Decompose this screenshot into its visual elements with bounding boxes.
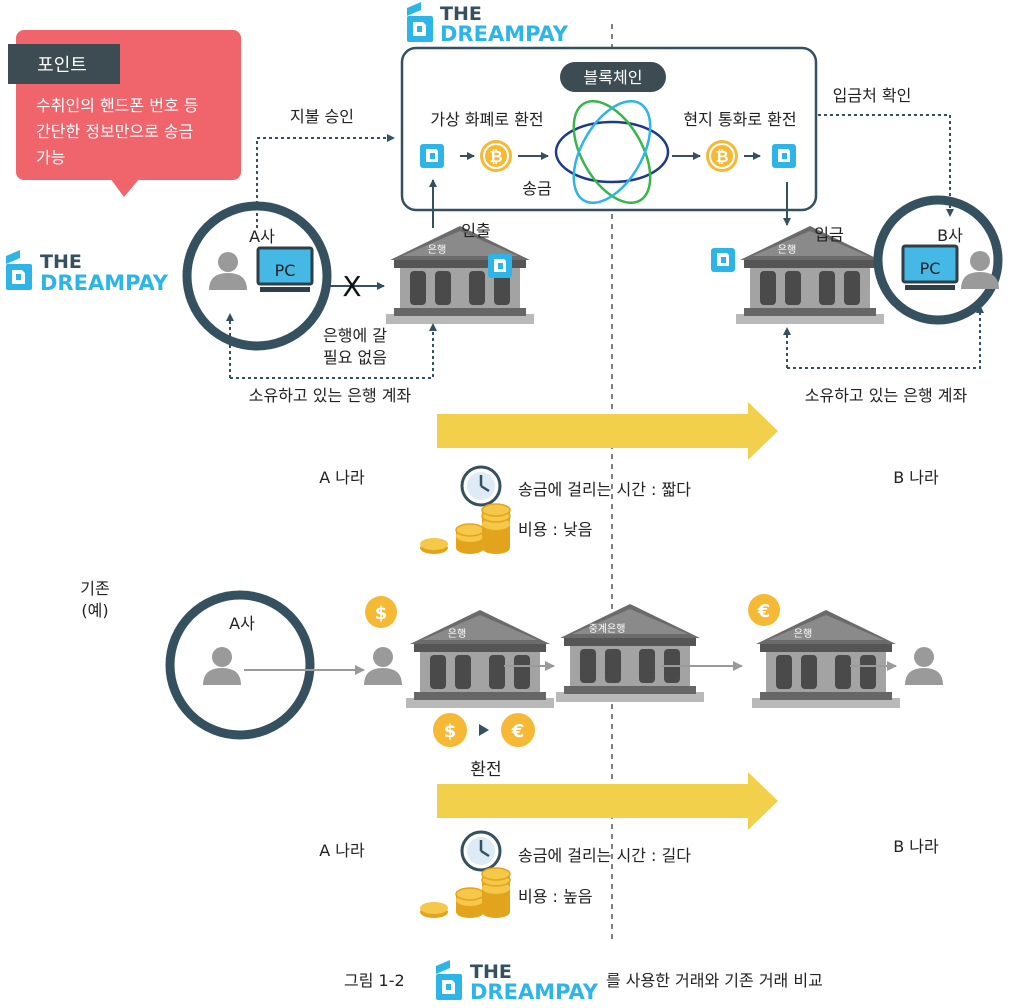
point-note-line-3: 가능: [36, 148, 65, 167]
brand-logo-left: THE DREAMPAY: [6, 250, 169, 295]
caption-prefix: 그림 1-2: [344, 971, 405, 990]
point-note-tag: [8, 44, 120, 84]
bank-b-dreampay-badge: [711, 248, 735, 272]
dreampay-badge-right: [772, 144, 796, 168]
exchange-arrow: [479, 724, 489, 736]
pay-approval-route: [256, 134, 395, 228]
no-bank-visit-line-1: 은행에 갈: [323, 326, 387, 345]
company-a-label: A사: [249, 227, 275, 246]
bottom-country-b: B 나라: [893, 837, 939, 856]
brand-logo-caption: THE DREAMPAY: [436, 960, 599, 1004]
existing-label-line-2: (예): [81, 601, 108, 620]
blockchain-orbit-icon: [554, 99, 670, 205]
bottom-bank-b-label: 은행: [794, 628, 812, 640]
brand-line1-caption: THE: [470, 961, 512, 983]
bottom-flow-arrow: [437, 772, 778, 830]
top-country-a: A 나라: [319, 468, 365, 487]
dreampay-badge-left: [420, 144, 444, 168]
bank-b-icon: [736, 226, 884, 324]
bottom-company-a-circle: [165, 590, 315, 740]
bottom-country-a: A 나라: [319, 841, 365, 860]
top-country-b: B 나라: [893, 468, 939, 487]
company-a-pc-label: PC: [275, 261, 296, 280]
bottom-bank-b-icon: [752, 610, 900, 708]
no-bank-visit-line-2: 필요 없음: [323, 348, 387, 367]
point-note: 포인트 수취인의 핸드폰 번호 등 간단한 정보만으로 송금 가능: [8, 30, 241, 197]
withdraw-label: 인출: [461, 221, 490, 240]
existing-label-line-1: 기존: [80, 579, 109, 598]
brand-line2-caption: DREAMPAY: [470, 980, 599, 1004]
bank-b-label: 은행: [778, 244, 796, 256]
brand-line2-left: DREAMPAY: [40, 271, 169, 295]
top-flow-arrow: [437, 402, 778, 460]
bottom-company-a-label: A사: [229, 614, 255, 633]
brand-line1-left: THE: [40, 251, 82, 273]
brand-line1-top: THE: [440, 3, 482, 25]
coins-icon-top: [419, 503, 511, 555]
caption-suffix: 를 사용한 거래와 기존 거래 비교: [606, 971, 823, 990]
clock-icon-bottom: [460, 830, 502, 872]
check-recipient-label: 입금처 확인: [833, 86, 912, 105]
point-note-line-1: 수취인의 핸드폰 번호 등: [36, 96, 198, 115]
bottom-bank-a-icon: [406, 610, 554, 708]
dollar-coin-icon-top: $: [365, 596, 397, 628]
account-route-a-right: [230, 323, 437, 379]
bottom-cost-text: 비용 : 높음: [518, 887, 592, 906]
bank-a-label: 은행: [428, 244, 446, 256]
exchange-label: 환전: [470, 760, 501, 780]
svg-text:$: $: [444, 721, 457, 742]
svg-text:€: €: [757, 601, 771, 622]
company-b-label: B사: [937, 226, 963, 245]
svg-text:$: $: [375, 603, 388, 624]
blockchain-label: 블록체인: [584, 68, 643, 87]
point-note-tag-text: 포인트: [37, 55, 87, 76]
owned-account-a-label: 소유하고 있는 은행 계좌: [249, 386, 412, 405]
bottom-time-text: 송금에 걸리는 시간 : 길다: [518, 846, 691, 865]
brand-line2-top: DREAMPAY: [440, 22, 569, 46]
to-local-label: 현지 통화로 환전: [683, 110, 796, 129]
top-cost-text: 비용 : 낮음: [518, 520, 592, 539]
blockchain-label-pill: [560, 62, 666, 92]
euro-coin-icon-top: €: [748, 594, 780, 626]
pay-approval-label: 지불 승인: [290, 107, 354, 126]
account-route-b-right: [787, 305, 984, 369]
coins-icon-bottom: [419, 867, 511, 919]
dollar-coin-icon-exchange: $: [433, 713, 467, 747]
blocked-cross: X: [342, 270, 361, 303]
brand-logo-top: THE DREAMPAY: [407, 2, 569, 46]
clock-icon-top: [460, 465, 502, 507]
bottom-sender-person-icon: [364, 647, 402, 685]
top-time-text: 송금에 걸리는 시간 : 짧다: [518, 480, 691, 499]
company-b-pc-label: PC: [920, 259, 941, 278]
bitcoin-icon-left: [479, 139, 513, 173]
check-recipient-route: [818, 114, 954, 217]
bitcoin-icon-right: [705, 139, 739, 173]
send-label: 송금: [522, 179, 551, 198]
point-note-line-2: 간단한 정보만으로 송금: [36, 122, 193, 141]
blockchain-frame: [400, 46, 818, 212]
svg-text:€: €: [511, 721, 525, 742]
deposit-label: 입금: [814, 225, 843, 244]
euro-coin-icon-exchange: €: [501, 713, 535, 747]
bank-a-dreampay-badge: [488, 254, 512, 278]
owned-account-b-label: 소유하고 있는 은행 계좌: [805, 386, 968, 405]
to-virtual-label: 가상 화폐로 환전: [430, 110, 543, 129]
bottom-recipient-person-icon: [905, 647, 943, 685]
relay-bank-label: 중계은행: [589, 623, 626, 635]
relay-bank-icon: [556, 604, 704, 702]
bottom-bank-a-label: 은행: [448, 628, 466, 640]
